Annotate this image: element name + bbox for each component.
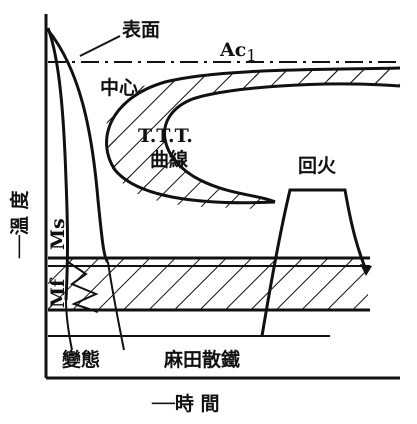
center-cooling-curve — [46, 29, 110, 264]
label-surface: 表面 — [122, 18, 160, 41]
label-ms: Ms — [47, 218, 69, 250]
label-temp-axis: ──溫 度 — [8, 190, 31, 259]
label-center: 中心 — [100, 76, 138, 99]
label-ac1: Ac1 — [219, 39, 257, 65]
tempering-curve — [260, 188, 368, 337]
tempering-arrow — [360, 264, 372, 276]
label-transformation: 變態 — [62, 348, 100, 371]
label-martempering: 麻田散鐵 — [163, 348, 240, 371]
label-tempering: 回火 — [298, 155, 337, 177]
label-ttt-1: T.T.T. — [138, 125, 193, 147]
label-time-axis: ──時 間 — [151, 393, 220, 415]
hold-then-quench — [65, 299, 73, 351]
ttt-hatch — [106, 68, 401, 203]
label-ttt-2: 曲線 — [150, 148, 188, 171]
mf-zigzag — [67, 261, 99, 313]
center-pointer — [79, 35, 121, 57]
transform-curve — [107, 261, 125, 351]
label-mf: Mf — [47, 277, 69, 308]
surface-cooling-curve — [46, 27, 69, 301]
